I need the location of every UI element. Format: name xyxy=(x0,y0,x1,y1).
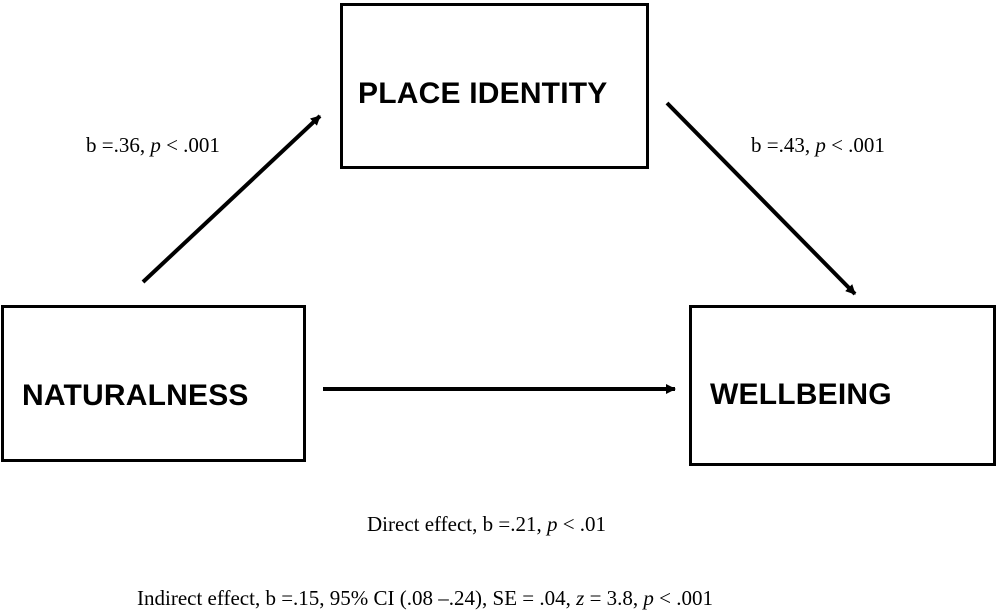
path-a-suffix: < .001 xyxy=(160,133,220,157)
path-a-coefficient: b =.36, p < .001 xyxy=(86,133,220,158)
naturalness-label: NATURALNESS xyxy=(22,379,249,412)
indirect-effect-part1: Indirect effect, b =.15, 95% CI (.08 –.2… xyxy=(137,586,577,610)
path-b-suffix: < .001 xyxy=(825,133,885,157)
arrow-naturalness-to-place-identity xyxy=(141,114,322,284)
path-b-coefficient: b =.43, p < .001 xyxy=(751,133,885,158)
path-b-prefix: b =.43, xyxy=(751,133,816,157)
path-a-prefix: b =.36, xyxy=(86,133,151,157)
wellbeing-box xyxy=(689,305,996,466)
indirect-effect-part2: = 3.8, xyxy=(584,586,644,610)
direct-effect-prefix: Direct effect, b =.21, xyxy=(367,512,547,536)
indirect-effect-stat-z: z xyxy=(576,586,585,610)
indirect-effect-text: Indirect effect, b =.15, 95% CI (.08 –.2… xyxy=(137,586,713,611)
indirect-effect-stat-p: p xyxy=(643,586,654,610)
direct-effect-suffix: < .01 xyxy=(557,512,607,536)
direct-effect-stat: p xyxy=(546,512,558,536)
wellbeing-label: WELLBEING xyxy=(710,378,892,411)
naturalness-box xyxy=(1,305,306,462)
direct-effect-text: Direct effect, b =.21, p < .01 xyxy=(367,512,606,537)
arrow-place-identity-to-wellbeing xyxy=(665,101,857,296)
indirect-effect-part3: < .001 xyxy=(653,586,713,610)
path-a-stat: p xyxy=(150,133,161,157)
path-b-stat: p xyxy=(815,133,826,157)
place-identity-box xyxy=(340,3,649,169)
place-identity-label: PLACE IDENTITY xyxy=(358,77,608,110)
